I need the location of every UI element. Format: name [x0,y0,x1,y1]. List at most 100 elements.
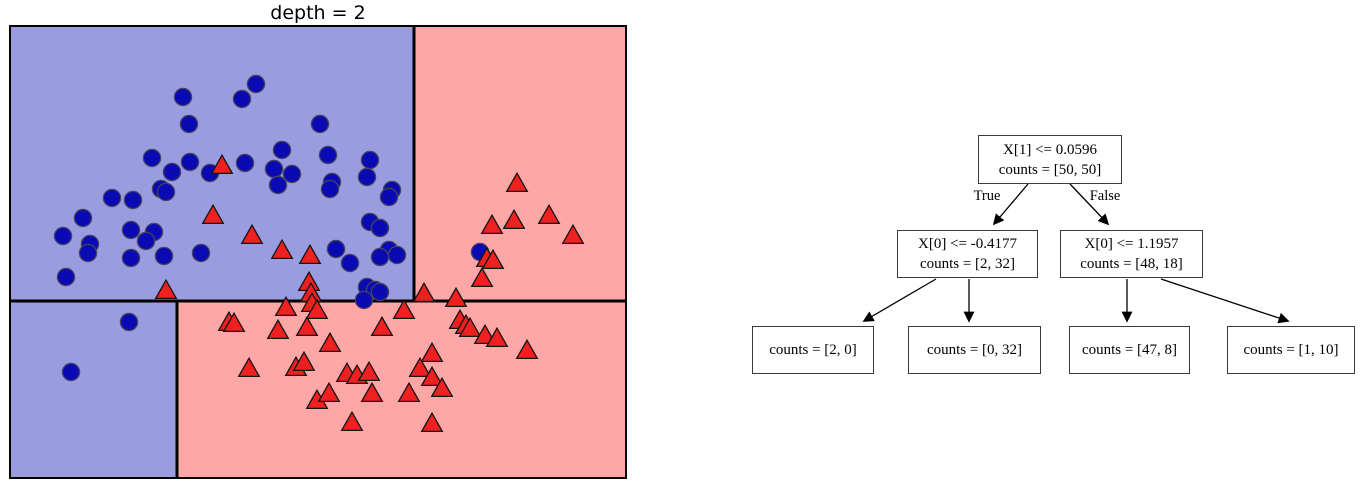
scatter-point-class0 [154,246,174,266]
scatter-point-class0 [179,114,199,134]
tree-node-left: X[0] <= -0.4177 counts = [2, 32] [897,230,1038,278]
scatter-point-class1 [274,295,298,317]
scatter-point-class1 [444,286,468,308]
scatter-point-class0 [354,290,374,310]
tree-leaf-3: counts = [47, 8] [1069,326,1190,374]
scatter-point-class0 [102,188,122,208]
scatter-points-layer [53,74,585,433]
region-bottom-left-class0 [11,301,177,477]
scatter-point-class1 [370,315,394,337]
tree-leaf-3-counts: counts = [47, 8] [1081,342,1178,358]
scatter-point-class0 [232,89,252,109]
scatter-point-class1 [420,411,444,433]
tree-node-left-counts: counts = [2, 32] [919,256,1016,272]
scatter-point-class1 [240,223,264,245]
scatter-point-class0 [246,74,266,94]
scatter-point-class1 [210,153,234,175]
tree-node-root: X[1] <= 0.0596 counts = [50, 50] [978,135,1122,184]
scatter-point-class1 [408,356,432,378]
scatter-plot [9,25,627,479]
tree-node-right-counts: counts = [48, 18] [1080,256,1183,272]
scatter-point-class0 [387,245,407,265]
scatter-point-class0 [370,282,390,302]
tree-leaf-1-counts: counts = [2, 0] [769,342,857,358]
scatter-point-class1 [458,316,482,338]
scatter-point-class0 [320,179,340,199]
scatter-point-class0 [121,248,141,268]
tree-leaf-4-counts: counts = [1, 10] [1243,342,1339,358]
scatter-point-class1 [515,338,539,360]
decision-boundary-figure: depth = 2 [0,0,650,490]
scatter-point-class0 [370,247,390,267]
scatter-point-class0 [379,187,399,207]
region-bottom-right-class1 [177,301,625,477]
scatter-plot-canvas [11,27,625,477]
scatter-point-class1 [340,410,364,432]
tree-node-right-condition: X[0] <= 1.1957 [1084,236,1179,252]
scatter-point-class1 [420,365,444,387]
scatter-point-class1 [505,171,529,193]
tree-node-left-condition: X[0] <= -0.4177 [918,236,1017,252]
scatter-point-class0 [235,153,255,173]
scatter-point-class1 [420,341,444,363]
edge-label-true: True [973,188,1001,204]
tree-leaf-4: counts = [1, 10] [1227,326,1355,374]
scatter-point-class1 [561,223,585,245]
scatter-point-class1 [430,376,454,398]
scatter-point-class1 [295,315,319,337]
plot-title: depth = 2 [270,2,366,24]
scatter-point-class1 [502,208,526,230]
scatter-point-class0 [360,150,380,170]
scatter-point-class0 [53,226,73,246]
scatter-point-class0 [282,164,302,184]
scatter-point-class0 [56,267,76,287]
scatter-point-class0 [119,312,139,332]
scatter-point-class1 [154,278,178,300]
edge-right-to-leaf4 [1160,278,1290,324]
scatter-point-class0 [121,220,141,240]
edge-left-to-leaf1 [862,278,937,322]
edge-label-false: False [1089,188,1121,204]
tree-leaf-1: counts = [2, 0] [752,326,874,374]
scatter-point-class1 [481,248,505,270]
scatter-point-class1 [292,350,316,372]
scatter-point-class1 [305,298,329,320]
tree-leaf-2: counts = [0, 32] [908,326,1041,374]
scatter-point-class1 [201,203,225,225]
scatter-point-class1 [222,311,246,333]
scatter-point-class0 [180,152,200,172]
scatter-point-class1 [485,326,509,348]
scatter-point-class0 [73,208,93,228]
tree-node-right: X[0] <= 1.1957 counts = [48, 18] [1060,230,1203,278]
scatter-point-class0 [156,182,176,202]
scatter-point-class0 [326,239,346,259]
scatter-point-class0 [136,231,156,251]
scatter-point-class0 [357,167,377,187]
scatter-point-class0 [370,218,390,238]
scatter-point-class0 [268,175,288,195]
scatter-point-class0 [272,140,292,160]
scatter-point-class0 [264,159,284,179]
scatter-point-class1 [298,243,322,265]
scatter-point-class1 [480,213,504,235]
scatter-point-class0 [310,114,330,134]
scatter-point-class1 [412,281,436,303]
scatter-point-class1 [270,238,294,260]
scatter-point-class1 [397,381,421,403]
scatter-point-class1 [266,318,290,340]
scatter-point-class1 [473,323,497,345]
scatter-point-class1 [317,381,341,403]
tree-leaf-2-counts: counts = [0, 32] [926,342,1023,358]
scatter-point-class0 [142,148,162,168]
scatter-point-class0 [340,253,360,273]
scatter-point-class1 [360,381,384,403]
scatter-point-class0 [78,243,98,263]
scatter-point-class0 [173,87,193,107]
scatter-point-class0 [162,162,182,182]
decision-tree-diagram: X[1] <= 0.0596 counts = [50, 50] True Fa… [700,100,1361,400]
scatter-point-class1 [537,203,561,225]
region-top-right-class1 [414,27,625,301]
tree-node-root-counts: counts = [50, 50] [998,161,1102,178]
scatter-point-class1 [357,360,381,382]
tree-node-root-condition: X[1] <= 0.0596 [1003,141,1097,158]
